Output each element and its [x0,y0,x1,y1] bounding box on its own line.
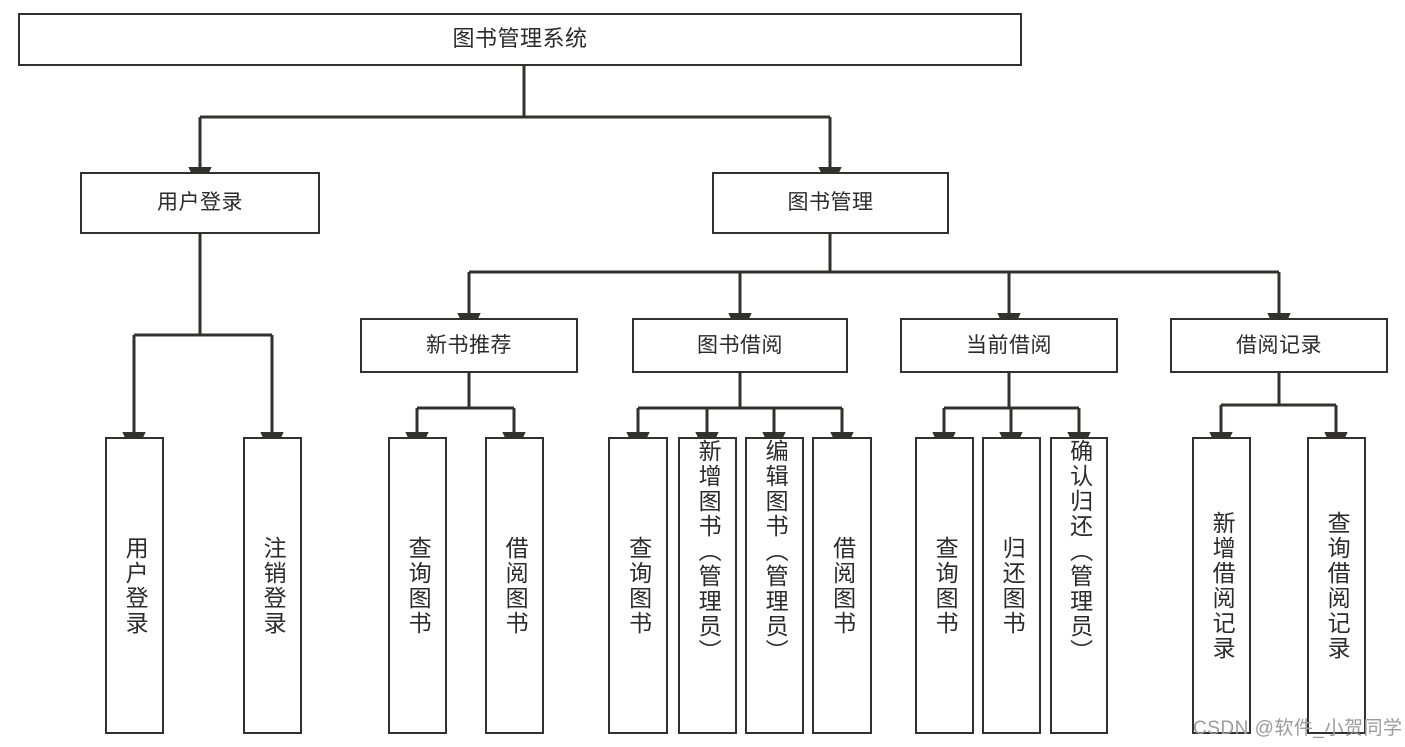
node-label-current-borrow: 当前借阅 [966,333,1052,357]
node-leaf-confirm-return[interactable]: 确认归还（管理员） [1050,437,1108,734]
node-label-leaf-confirm-return: 确认归还（管理员） [1066,439,1093,664]
node-leaf-return-book[interactable]: 归还图书 [982,437,1041,734]
watermark-label: CSDN @软件_小贺同学 [1193,718,1403,739]
node-label-leaf-user-login: 用户登录 [122,535,149,636]
node-root[interactable]: 图书管理系统 [18,13,1022,66]
node-label-user-login: 用户登录 [157,191,243,215]
node-leaf-add-book[interactable]: 新增图书（管理员） [678,437,737,734]
node-label-leaf-logout: 注销登录 [260,535,287,636]
node-book-manage[interactable]: 图书管理 [712,172,949,234]
node-label-leaf-borrow-book-rec: 借阅图书 [502,535,529,636]
node-label-leaf-query-book-rec: 查询图书 [405,535,432,636]
node-label-leaf-add-book: 新增图书（管理员） [695,439,722,664]
node-user-login[interactable]: 用户登录 [80,172,320,234]
node-current-borrow[interactable]: 当前借阅 [900,318,1118,373]
node-label-leaf-query-book-b: 查询图书 [625,535,652,636]
node-label-leaf-query-book-c: 查询图书 [932,535,959,636]
node-label-leaf-query-record: 查询借阅记录 [1324,510,1351,661]
node-leaf-query-book-c[interactable]: 查询图书 [915,437,974,734]
node-label-leaf-add-record: 新增借阅记录 [1209,510,1236,661]
node-label-leaf-borrow-book-b: 借阅图书 [829,535,856,636]
node-label-root: 图书管理系统 [452,26,588,52]
node-leaf-borrow-book-b[interactable]: 借阅图书 [812,437,872,734]
node-book-borrow[interactable]: 图书借阅 [632,318,848,373]
node-label-leaf-return-book: 归还图书 [999,535,1026,636]
node-leaf-edit-book[interactable]: 编辑图书（管理员） [745,437,804,734]
node-label-new-book-rec: 新书推荐 [426,333,512,357]
node-label-book-borrow: 图书借阅 [697,333,783,357]
node-leaf-query-book-b[interactable]: 查询图书 [608,437,668,734]
node-label-leaf-edit-book: 编辑图书（管理员） [762,439,789,664]
node-leaf-query-record[interactable]: 查询借阅记录 [1307,437,1366,734]
node-leaf-query-book-rec[interactable]: 查询图书 [388,437,447,734]
node-leaf-user-login[interactable]: 用户登录 [105,437,164,734]
node-label-borrow-record: 借阅记录 [1236,333,1322,357]
node-leaf-borrow-book-rec[interactable]: 借阅图书 [485,437,544,734]
node-new-book-rec[interactable]: 新书推荐 [360,318,578,373]
node-label-book-manage: 图书管理 [787,191,874,215]
node-leaf-logout[interactable]: 注销登录 [243,437,302,734]
node-leaf-add-record[interactable]: 新增借阅记录 [1192,437,1251,734]
node-borrow-record[interactable]: 借阅记录 [1170,318,1388,373]
